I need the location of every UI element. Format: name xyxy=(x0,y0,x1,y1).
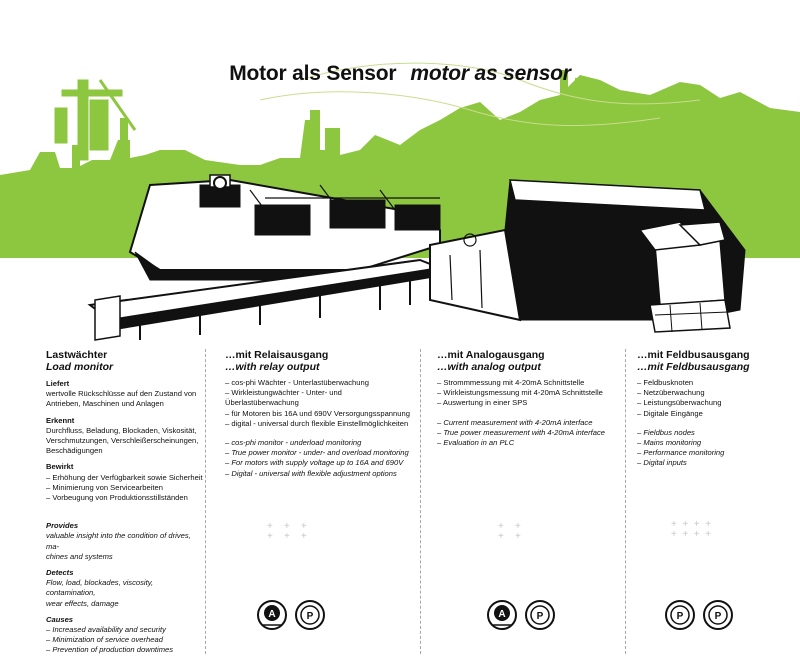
text-line: – Digital - universal with flexible adju… xyxy=(225,468,397,478)
text-line: – Auswertung in einer SPS xyxy=(437,398,528,408)
col1-section: Liefert wertvolle Rückschlüsse auf den Z… xyxy=(46,379,204,410)
text-line: wertvolle Rückschlüsse auf den Zustand v… xyxy=(46,389,197,399)
text-line: – Digitale Eingänge xyxy=(637,408,703,418)
text-line: Flow, load, blockades, viscosity, contam… xyxy=(46,578,154,598)
text-line: – Wirkleistungsmessung mit 4-20mA Schnit… xyxy=(437,388,603,398)
plus-mark-icon: + + ++ + + xyxy=(267,521,307,542)
plus-mark-icon: + ++ + xyxy=(498,521,521,542)
col3-heading-en: …with analog output xyxy=(437,361,541,373)
text-line: – For motors with supply voltage up to 1… xyxy=(225,458,404,468)
text-line: Verschmutzungen, Verschleißerscheinungen… xyxy=(46,436,199,446)
text-line: – Prevention of production downtimes xyxy=(46,645,174,655)
col4-heading-de: …mit Feldbusausgang xyxy=(637,349,750,361)
col1-section-en: Causes – Increased availability and secu… xyxy=(46,615,204,656)
harbor-crane xyxy=(54,79,137,161)
col1-section-en: Provides valuable insight into the condi… xyxy=(46,521,204,562)
svg-text:A: A xyxy=(498,609,505,620)
svg-text:A: A xyxy=(268,609,275,620)
svg-text:P: P xyxy=(537,611,544,622)
text-line: – Wirkleistungwächter - Unter- und Überl… xyxy=(225,388,342,408)
text-line: – für Motoren bis 16A und 690V Versorgun… xyxy=(225,408,410,418)
col3-symbols: A P xyxy=(487,600,555,630)
text-line: valuable insight into the condition of d… xyxy=(46,531,191,551)
section-title: Liefert xyxy=(46,379,70,388)
text-line: – digital - universal durch flexible Ein… xyxy=(225,418,409,428)
industrial-illustration xyxy=(0,62,800,341)
column-relay-output: …mit Relaisausgang …with relay output – … xyxy=(225,349,417,479)
text-line: wear effects, damage xyxy=(46,598,119,608)
text-line: Beschädigungen xyxy=(46,446,103,456)
svg-text:P: P xyxy=(307,611,314,622)
text-line: – cos-phi monitor - underload monitoring xyxy=(225,438,362,448)
text-line: – cos-phi Wächter - Unterlastüberwachung xyxy=(225,378,369,387)
power-meter-symbol-icon: P xyxy=(665,600,695,630)
text-line: – Digital inputs xyxy=(637,458,687,468)
section-title: Erkennt xyxy=(46,415,75,425)
text-line: – Vorbeugung von Produktionsstillständen xyxy=(46,493,188,503)
text-line: – True power measurement with 4-20mA int… xyxy=(437,427,605,437)
text-line: Antrieben, Maschinen und Anlagen xyxy=(46,399,164,409)
text-line: – Performance monitoring xyxy=(637,448,725,458)
conveyor-machine xyxy=(87,174,444,341)
column-fieldbus-output: …mit Feldbusausgang …mit Feldbusausgang … xyxy=(637,349,797,469)
text-line: – Increased availability and security xyxy=(46,625,166,635)
text-line: – Netzüberwachung xyxy=(637,388,705,398)
text-line: Durchfluss, Beladung, Blockaden, Viskosi… xyxy=(46,425,197,435)
svg-text:P: P xyxy=(715,611,722,622)
page-title: Motor als Sensor motor as sensor xyxy=(0,62,800,86)
text-line: chines and systems xyxy=(46,551,113,561)
col1-heading-de: Lastwächter xyxy=(46,349,108,361)
title-en: motor as sensor xyxy=(410,62,571,85)
col3-heading-de: …mit Analogausgang xyxy=(437,349,545,361)
column-divider xyxy=(420,349,421,654)
col1-heading-en: Load monitor xyxy=(46,361,114,373)
col2-heading-en: …with relay output xyxy=(225,361,320,373)
ammeter-symbol-icon: A xyxy=(257,600,287,630)
text-line: – Strommmessung mit 4-20mA Schnittstelle xyxy=(437,378,585,387)
container-compactor xyxy=(429,179,746,333)
text-line: – Feldbusknoten xyxy=(637,378,694,387)
section-title: Detects xyxy=(46,568,74,578)
text-line: – Erhöhung der Verfügbarkeit sowie Siche… xyxy=(46,472,203,482)
column-analog-output: …mit Analogausgang …with analog output –… xyxy=(437,349,622,448)
plus-mark-icon: + + + ++ + + + xyxy=(671,519,712,540)
text-line: – Minimization of service overhead xyxy=(46,635,163,645)
col1-section: Erkennt Durchfluss, Beladung, Blockaden,… xyxy=(46,416,204,457)
power-meter-symbol-icon: P xyxy=(525,600,555,630)
col2-symbols: A P xyxy=(257,600,325,630)
section-title: Causes xyxy=(46,614,74,624)
text-line: – Evaluation in an PLC xyxy=(437,438,515,448)
column-load-monitor: Lastwächter Load monitor Liefert wertvol… xyxy=(46,349,204,656)
svg-text:P: P xyxy=(677,611,684,622)
col4-symbols: P P xyxy=(665,600,733,630)
column-divider xyxy=(205,349,206,654)
column-divider xyxy=(625,349,626,654)
title-de: Motor als Sensor xyxy=(229,62,397,85)
text-line: – True power monitor - under- and overlo… xyxy=(225,448,409,458)
text-line: – Minimierung von Servicearbeiten xyxy=(46,482,163,492)
text-line: – Fieldbus nodes xyxy=(637,427,695,437)
section-title: Bewirkt xyxy=(46,462,74,472)
section-title: Provides xyxy=(46,521,79,531)
text-line: – Leistungsüberwachung xyxy=(637,398,722,408)
text-line: – Current measurement with 4-20mA interf… xyxy=(437,417,593,427)
col1-section: Bewirkt – Erhöhung der Verfügbarkeit sow… xyxy=(46,462,204,503)
ammeter-symbol-icon: A xyxy=(487,600,517,630)
power-meter-symbol-icon: P xyxy=(295,600,325,630)
text-line: – Mains monitoring xyxy=(637,438,702,448)
col2-heading-de: …mit Relaisausgang xyxy=(225,349,329,361)
col4-heading-en: …mit Feldbusausgang xyxy=(637,361,750,373)
power-meter-symbol-icon: P xyxy=(703,600,733,630)
col1-section-en: Detects Flow, load, blockades, viscosity… xyxy=(46,568,204,609)
